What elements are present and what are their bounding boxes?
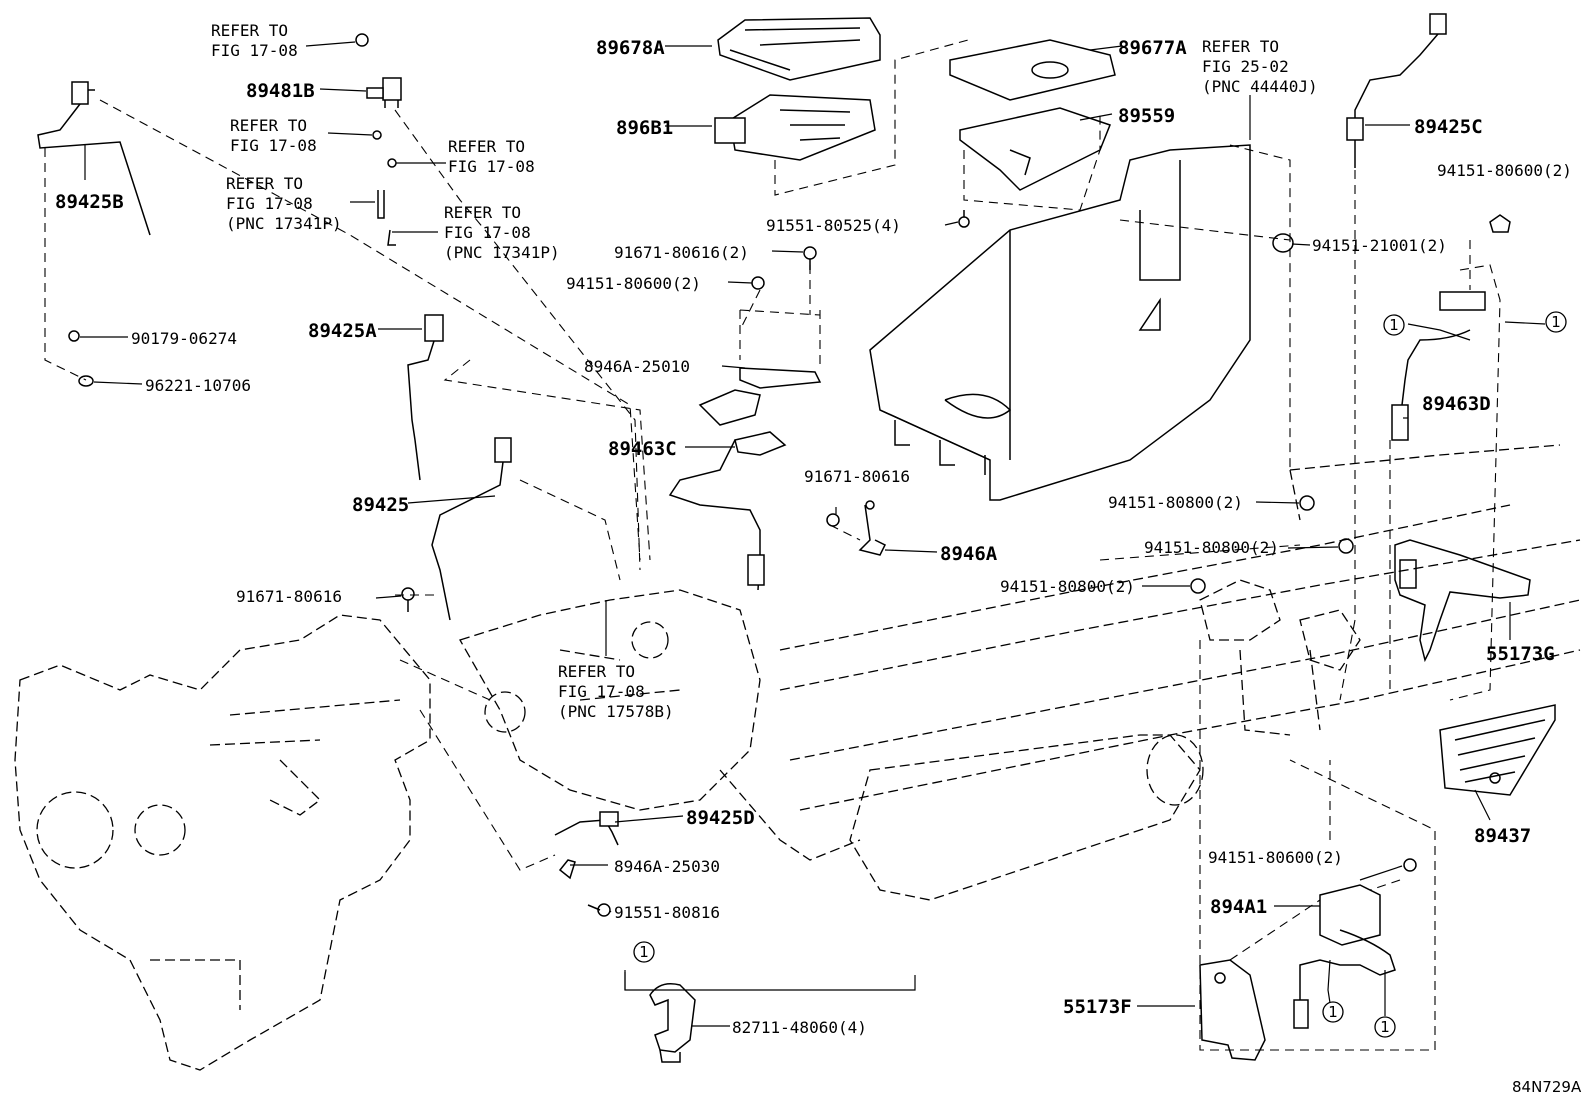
label-89437[interactable]: 89437	[1474, 825, 1531, 847]
label-94151-80800-2-c[interactable]: 94151-80800(2)	[1000, 577, 1135, 596]
ecu-896B1	[714, 94, 876, 161]
sensor-89425C	[1346, 13, 1447, 168]
label-94151-21001-2[interactable]: 94151-21001(2)	[1312, 236, 1447, 255]
assembly-lines	[44, 39, 1501, 1051]
bracket-55173F	[1199, 959, 1266, 1061]
callout-marker-d: 1	[1322, 1001, 1344, 1023]
refer-note-5-line-2: FIG 17-08	[444, 223, 531, 242]
label-89425D[interactable]: 89425D	[686, 807, 755, 829]
label-94151-80600-2-c[interactable]: 94151-80600(2)	[1208, 848, 1343, 867]
frame-outline	[719, 444, 1581, 901]
callout-marker-e: 1	[1374, 1016, 1396, 1038]
label-89425A[interactable]: 89425A	[308, 320, 377, 342]
label-89463D[interactable]: 89463D	[1422, 393, 1491, 415]
clip-82711-48060	[649, 983, 696, 1063]
refer-note-3-line-1: REFER TO	[448, 137, 525, 156]
label-89463C[interactable]: 89463C	[608, 438, 677, 460]
engine-outline	[14, 589, 761, 1071]
ecu-894A1	[1293, 884, 1396, 1029]
label-8946A[interactable]: 8946A	[940, 543, 998, 565]
callout-marker-a-text: 1	[1389, 316, 1399, 334]
label-94151-80600-2-b[interactable]: 94151-80600(2)	[1437, 161, 1572, 180]
refer-note-6[interactable]: REFER TO FIG 25-02 (PNC 44440J)	[1202, 37, 1318, 96]
label-89678A[interactable]: 89678A	[596, 37, 665, 59]
refer-note-1-line-2: FIG 17-08	[211, 41, 298, 60]
callout-marker-b-text: 1	[1551, 313, 1561, 331]
bracket-89481B	[366, 77, 402, 108]
callout-marker-b: 1	[1545, 311, 1567, 333]
refer-note-6-line-3: (PNC 44440J)	[1202, 77, 1318, 96]
battery-tray	[869, 144, 1251, 501]
callout-marker-c: 1	[633, 941, 655, 963]
refer-note-1-line-1: REFER TO	[211, 21, 288, 40]
label-89559[interactable]: 89559	[1118, 105, 1175, 127]
label-89425C[interactable]: 89425C	[1414, 116, 1483, 138]
callout-markers: 1 1 1 1 1	[633, 311, 1567, 1038]
part-labels: 89678A 896B1 89677A 89559 89425C 89481B …	[55, 37, 1572, 1037]
label-94151-80600-2-a[interactable]: 94151-80600(2)	[566, 274, 701, 293]
sensor-89425B	[37, 81, 151, 236]
label-94151-80800-2-a[interactable]: 94151-80800(2)	[1108, 493, 1243, 512]
label-8946A-25030[interactable]: 8946A-25030	[614, 857, 720, 876]
refer-note-4-line-3: (PNC 17341P)	[226, 214, 342, 233]
label-91671-80616-2[interactable]: 91671-80616(2)	[614, 243, 749, 262]
refer-note-5-line-3: (PNC 17341P)	[444, 243, 560, 262]
sensor-89463C	[668, 389, 787, 591]
bracket-89677A	[949, 39, 1116, 101]
label-82711-48060[interactable]: 82711-48060(4)	[732, 1018, 867, 1037]
label-89481B[interactable]: 89481B	[246, 80, 315, 102]
refer-note-1[interactable]: REFER TO FIG 17-08	[211, 21, 298, 60]
refer-note-4-line-1: REFER TO	[226, 174, 303, 193]
label-896B1[interactable]: 896B1	[616, 117, 673, 139]
refer-note-2-line-1: REFER TO	[230, 116, 307, 135]
refer-note-5-line-1: REFER TO	[444, 203, 521, 222]
refer-note-3[interactable]: REFER TO FIG 17-08	[448, 137, 535, 176]
heat-shield-89437	[1439, 704, 1556, 796]
refer-note-7[interactable]: REFER TO FIG 17-08 (PNC 17578B)	[558, 662, 674, 721]
label-91551-80816[interactable]: 91551-80816	[614, 903, 720, 922]
callout-marker-a: 1	[1383, 314, 1405, 336]
refer-note-6-line-2: FIG 25-02	[1202, 57, 1289, 76]
diagram-id: 84N729A	[1512, 1078, 1582, 1096]
refer-note-2-line-2: FIG 17-08	[230, 136, 317, 155]
sensor-89425D	[554, 811, 619, 880]
label-96221-10706[interactable]: 96221-10706	[145, 376, 251, 395]
label-8946A-25010[interactable]: 8946A-25010	[584, 357, 690, 376]
refer-note-5[interactable]: REFER TO FIG 17-08 (PNC 17341P)	[444, 203, 560, 262]
label-55173G[interactable]: 55173G	[1486, 643, 1555, 665]
refer-note-2[interactable]: REFER TO FIG 17-08	[230, 116, 317, 155]
refer-note-6-line-1: REFER TO	[1202, 37, 1279, 56]
label-55173F[interactable]: 55173F	[1063, 996, 1132, 1018]
label-91671-80616-b[interactable]: 91671-80616	[236, 587, 342, 606]
sensor-89425	[431, 437, 512, 621]
label-91551-80525[interactable]: 91551-80525(4)	[766, 216, 901, 235]
small-fasteners	[68, 33, 1511, 917]
bracket-8946A-25010	[739, 367, 822, 389]
label-89425B[interactable]: 89425B	[55, 191, 124, 213]
callout-marker-d-text: 1	[1328, 1003, 1338, 1021]
refer-note-7-line-2: FIG 17-08	[558, 682, 645, 701]
label-89677A[interactable]: 89677A	[1118, 37, 1187, 59]
refer-note-4-line-2: FIG 17-08	[226, 194, 313, 213]
bracket-8946A	[858, 500, 887, 556]
sensor-89463D	[1391, 291, 1486, 441]
refer-note-7-line-3: (PNC 17578B)	[558, 702, 674, 721]
label-94151-80800-2-b[interactable]: 94151-80800(2)	[1144, 538, 1279, 557]
refer-note-4[interactable]: REFER TO FIG 17-08 (PNC 17341P)	[226, 174, 342, 233]
callout-marker-c-text: 1	[639, 943, 649, 961]
label-89425[interactable]: 89425	[352, 494, 409, 516]
label-894A1[interactable]: 894A1	[1210, 896, 1267, 918]
callout-marker-e-text: 1	[1380, 1018, 1390, 1036]
bracket-55173G	[1394, 539, 1531, 663]
refer-notes: REFER TO FIG 17-08 REFER TO FIG 17-08 RE…	[211, 21, 1318, 721]
refer-note-7-line-1: REFER TO	[558, 662, 635, 681]
label-90179-06274[interactable]: 90179-06274	[131, 329, 237, 348]
bracket-89559	[959, 107, 1111, 191]
leader-lines	[80, 41, 1546, 1027]
ecu-cover-89678A	[717, 17, 881, 81]
sensor-89425A	[407, 314, 444, 481]
label-91671-80616-a[interactable]: 91671-80616	[804, 467, 910, 486]
refer-note-3-line-2: FIG 17-08	[448, 157, 535, 176]
